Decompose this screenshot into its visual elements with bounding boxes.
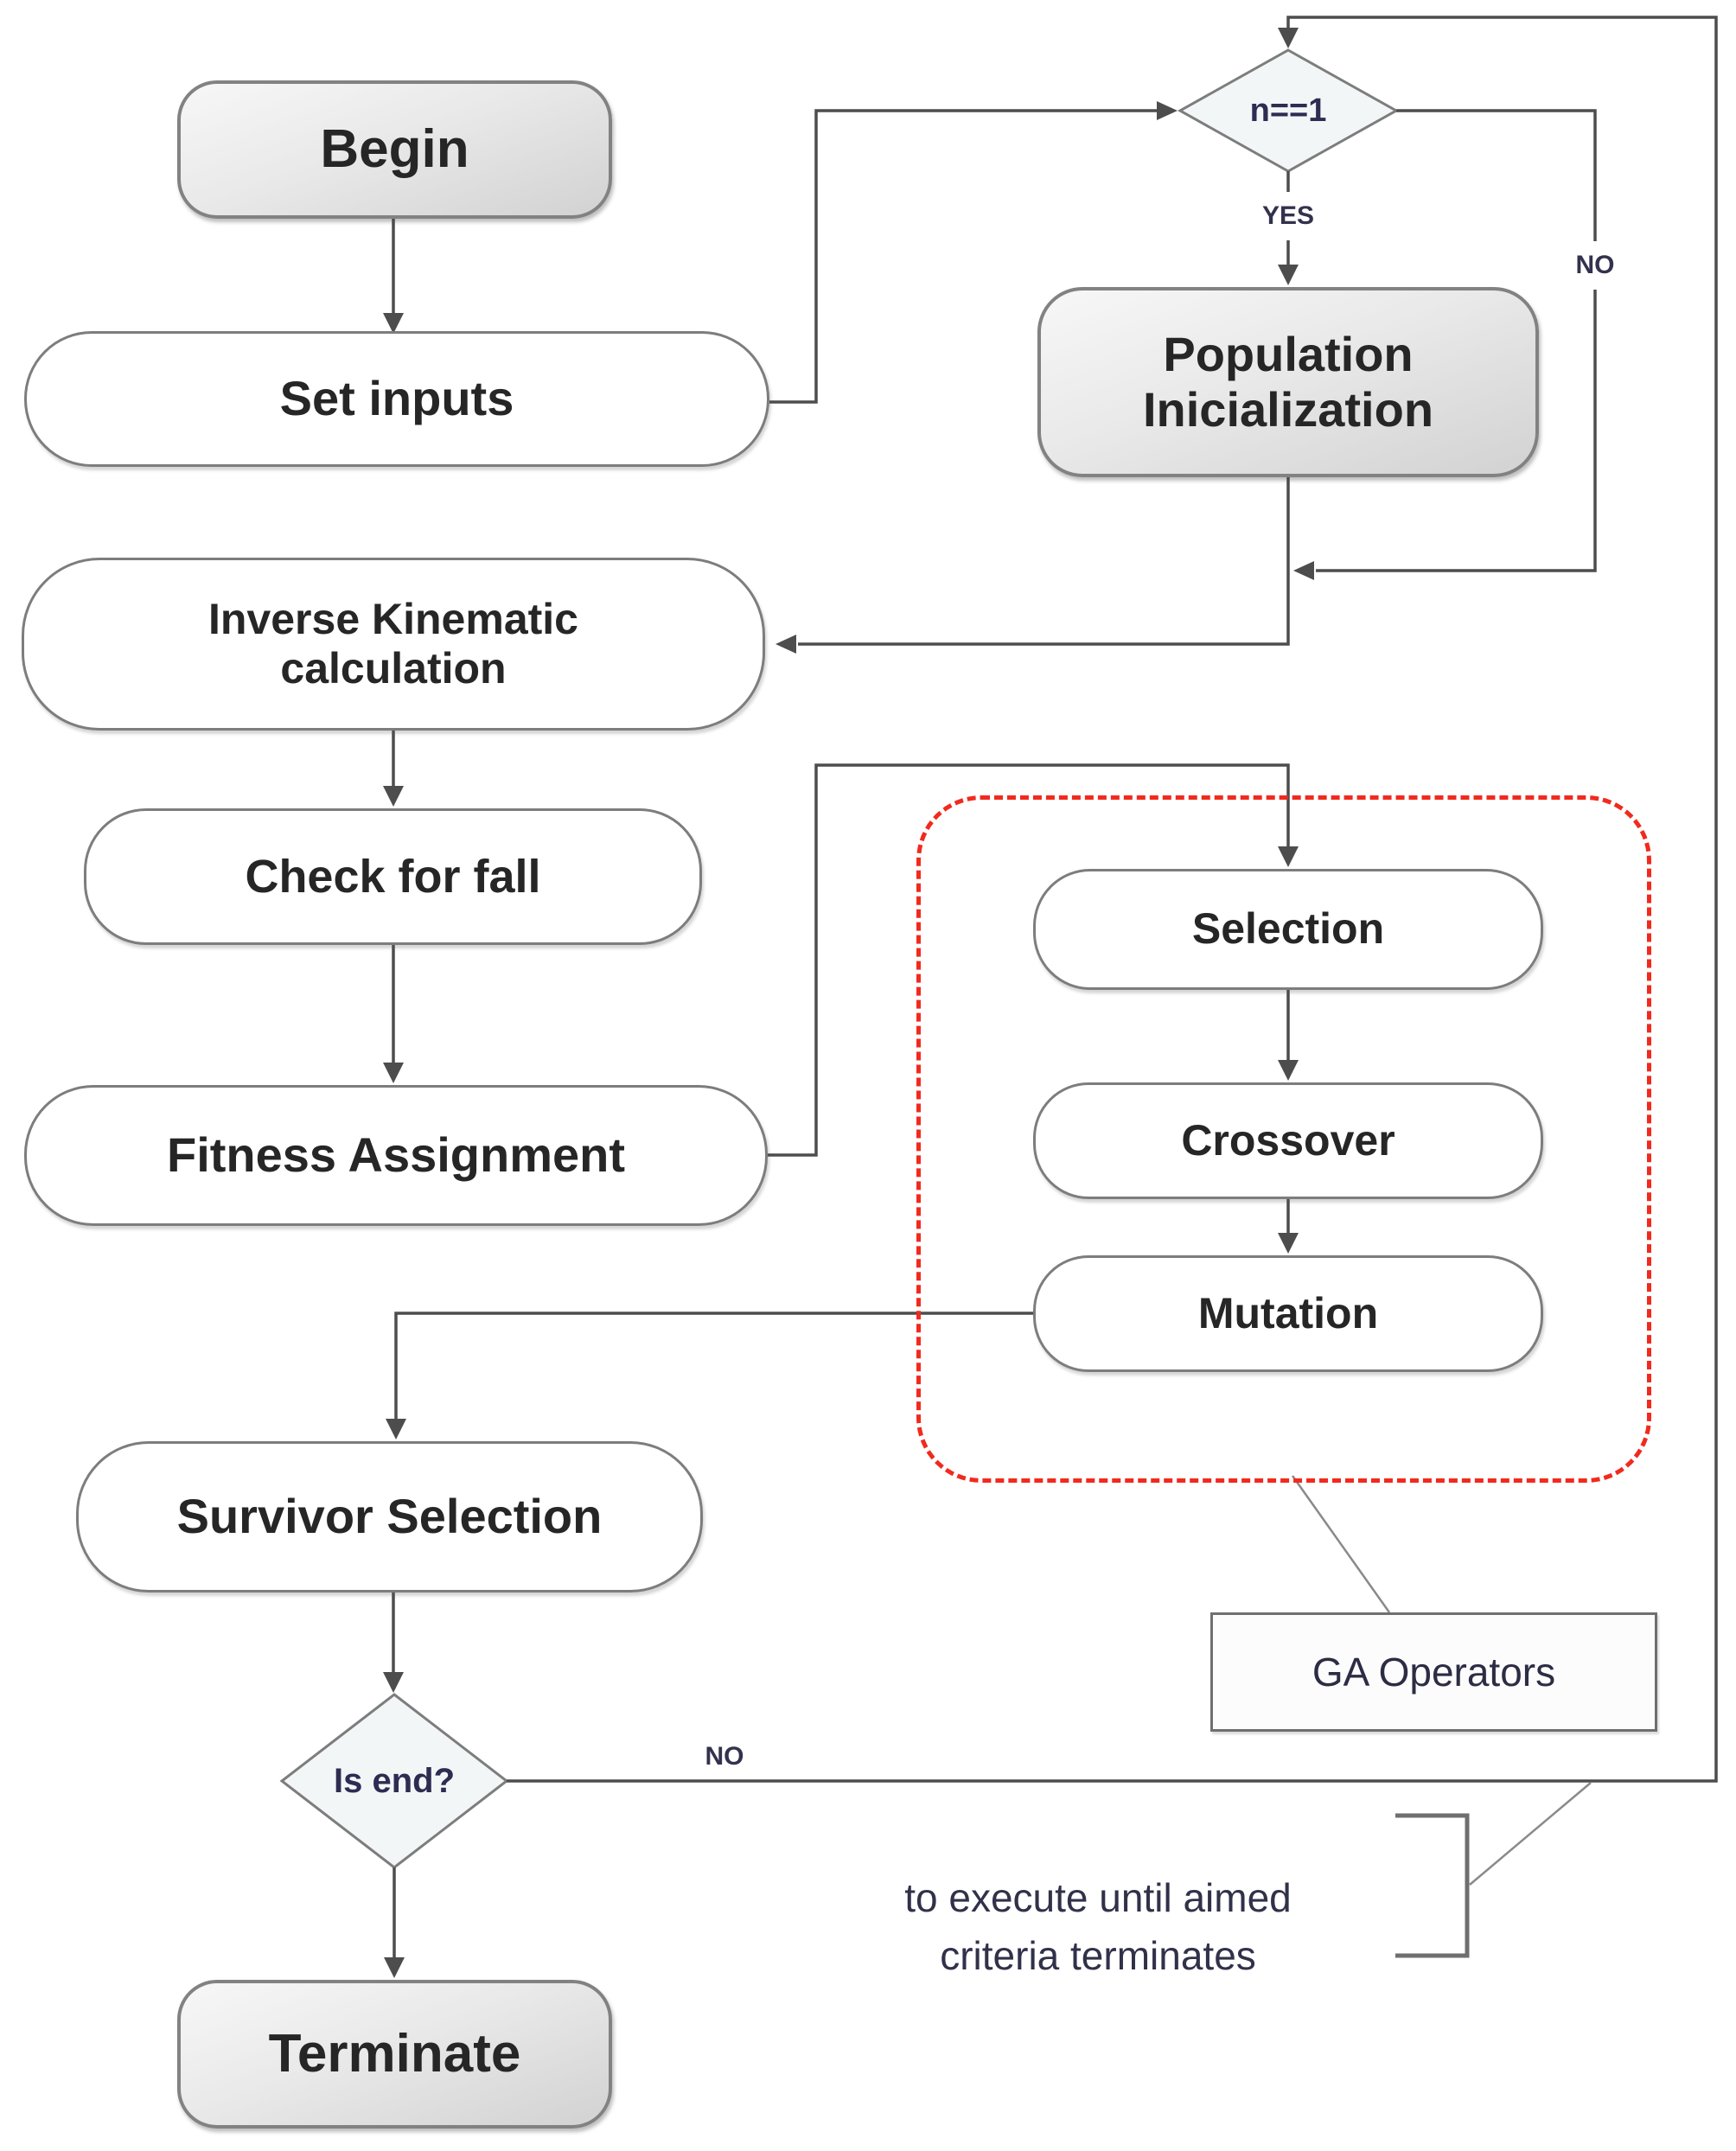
edge-label-yes: YES bbox=[1228, 192, 1349, 240]
node-terminate: Terminate bbox=[177, 1980, 612, 2129]
loop-annotation-line1: to execute until aimed bbox=[904, 1875, 1292, 1920]
yes-text: YES bbox=[1261, 201, 1315, 230]
node-fitness-assignment-label: Fitness Assignment bbox=[166, 1127, 626, 1183]
node-check-for-fall: Check for fall bbox=[84, 808, 702, 945]
node-selection: Selection bbox=[1033, 869, 1543, 990]
node-crossover: Crossover bbox=[1033, 1082, 1543, 1199]
no-bottom-text: NO bbox=[705, 1742, 744, 1771]
annotation-bracket bbox=[1395, 1813, 1470, 1958]
node-mutation-label: Mutation bbox=[1197, 1288, 1379, 1337]
node-fitness-assignment: Fitness Assignment bbox=[24, 1085, 768, 1226]
edge-label-no-top: NO bbox=[1535, 241, 1656, 290]
node-survivor-selection: Survivor Selection bbox=[76, 1441, 703, 1593]
node-set-inputs-label: Set inputs bbox=[279, 371, 514, 426]
arrowhead bbox=[1278, 846, 1299, 867]
node-crossover-label: Crossover bbox=[1181, 1115, 1395, 1165]
node-check-for-fall-label: Check for fall bbox=[245, 850, 541, 903]
edge-mutation-survivor bbox=[394, 1312, 1033, 1420]
node-population-line2: Inicialization bbox=[1142, 382, 1434, 437]
node-mutation: Mutation bbox=[1033, 1255, 1543, 1372]
edge-population-inverse bbox=[798, 477, 1290, 646]
arrowhead bbox=[775, 635, 796, 654]
edge-label-no-bottom: NO bbox=[664, 1736, 785, 1778]
loop-annotation: to execute until aimed criteria terminat… bbox=[804, 1869, 1392, 1984]
callout-group-gaoperators bbox=[1291, 1475, 1391, 1613]
arrowhead bbox=[1278, 1060, 1299, 1081]
node-inverse-line1: Inverse Kinematic bbox=[208, 594, 578, 643]
diamond-n-check-label: n==1 bbox=[1202, 86, 1375, 135]
node-terminate-label: Terminate bbox=[268, 2024, 521, 2084]
node-population-initialization: Population Inicialization bbox=[1037, 287, 1539, 477]
node-ga-operators: GA Operators bbox=[1210, 1612, 1657, 1732]
node-inverse-kinematic: Inverse Kinematic calculation bbox=[22, 558, 765, 731]
callout-noline-bracket bbox=[1469, 1782, 1592, 1886]
loop-annotation-line2: criteria terminates bbox=[940, 1932, 1256, 1978]
arrowhead bbox=[384, 1957, 405, 1978]
node-begin-label: Begin bbox=[320, 119, 469, 180]
arrowhead bbox=[383, 1672, 404, 1693]
arrowhead bbox=[1293, 561, 1314, 580]
arrowhead bbox=[383, 786, 404, 807]
arrowhead bbox=[1278, 1233, 1299, 1254]
node-survivor-selection-label: Survivor Selection bbox=[176, 1489, 603, 1544]
edge-isend-no-loop bbox=[507, 16, 1718, 1783]
node-selection-label: Selection bbox=[1191, 904, 1385, 954]
node-ga-operators-label: GA Operators bbox=[1312, 1649, 1556, 1695]
node-begin: Begin bbox=[177, 80, 612, 219]
no-top-text: NO bbox=[1575, 251, 1615, 279]
n-check-text: n==1 bbox=[1249, 92, 1327, 129]
edge-fitness-selection bbox=[768, 763, 1290, 1157]
arrowhead bbox=[1278, 265, 1299, 285]
edge-setinputs-ncheck bbox=[769, 109, 1158, 404]
node-population-line1: Population bbox=[1163, 326, 1414, 381]
arrowhead bbox=[386, 1419, 406, 1439]
arrowhead bbox=[1157, 101, 1178, 120]
node-inverse-line2: calculation bbox=[280, 644, 507, 693]
arrowhead bbox=[383, 1063, 404, 1083]
arrowhead bbox=[383, 313, 404, 334]
ga-operators-group-outline bbox=[916, 795, 1651, 1483]
arrowhead bbox=[1278, 28, 1299, 48]
is-end-text: Is end? bbox=[333, 1761, 456, 1800]
node-set-inputs: Set inputs bbox=[24, 331, 769, 467]
edge-ncheck-no bbox=[1316, 109, 1597, 572]
diamond-is-end-label: Is end? bbox=[308, 1757, 481, 1805]
